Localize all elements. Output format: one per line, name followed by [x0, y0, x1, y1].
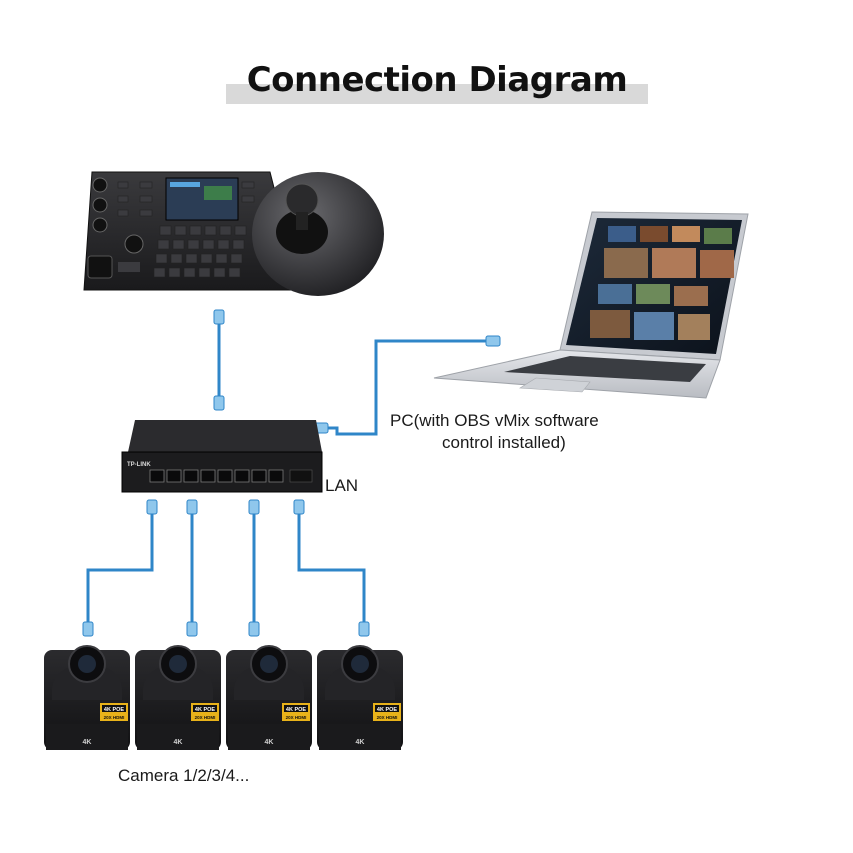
camera-mark-text: 4K [265, 739, 274, 746]
ptz-camera-4 [317, 645, 403, 750]
laptop-keyboard [504, 356, 706, 382]
camera-badge-main-text: 4K POE [377, 707, 398, 713]
switch-port [200, 469, 216, 483]
camera-mark-text: 4K [83, 739, 92, 746]
pc-label: PC(with OBS vMix software control instal… [390, 410, 650, 454]
switch-port [234, 469, 250, 483]
cables [86, 316, 492, 634]
pc-label-line-1: PC(with OBS vMix software [390, 411, 599, 430]
rj45-connectors [82, 309, 501, 637]
rj45-connector [213, 309, 225, 325]
camera-badge-sub-text: 20X HDMI [377, 715, 398, 720]
rj45-connector [485, 335, 501, 347]
rj45-connector [358, 621, 370, 637]
camera-mark-text: 4K [174, 739, 183, 746]
cable-switch-camera-1 [86, 506, 154, 634]
camera-badge-sub-text: 20X HDMI [195, 715, 216, 720]
laptop-pc [433, 211, 749, 399]
rj45-connector [248, 499, 260, 515]
rj45-connector [186, 621, 198, 637]
pc-label-line-2: control installed) [442, 433, 566, 452]
cable-switch-pc [318, 339, 492, 436]
rj45-connector [82, 621, 94, 637]
rj45-connector [146, 499, 158, 515]
camera-badge-sub-text: 20X HDMI [286, 715, 307, 720]
switch-port [268, 469, 284, 483]
camera-badge-main-text: 4K POE [195, 707, 216, 713]
camera-label: Camera 1/2/3/4... [118, 766, 250, 785]
laptop-screen-video-tiles [590, 226, 734, 340]
ptz-camera-2 [135, 645, 221, 750]
ptz-camera-3 [226, 645, 312, 750]
camera-mark-text: 4K [356, 739, 365, 746]
rj45-connector [248, 621, 260, 637]
ptz-keyboard-controller [83, 171, 384, 296]
camera-badge-main-text: 4K POE [286, 707, 307, 713]
rj45-connector [213, 395, 225, 411]
network-switch: TP-LINK [121, 420, 323, 493]
camera-badge-sub-text: 20X HDMI [104, 715, 125, 720]
switch-port [183, 469, 199, 483]
switch-port [251, 469, 267, 483]
switch-port [217, 469, 233, 483]
title-block: Connection Diagram [226, 60, 648, 106]
switch-port [149, 469, 165, 483]
cable-switch-camera-4 [297, 506, 366, 634]
switch-port [166, 469, 182, 483]
title-underline-bar [226, 84, 648, 104]
switch-brand-label: TP-LINK [127, 462, 151, 468]
camera-badge-main-text: 4K POE [104, 707, 125, 713]
laptop-touchpad [519, 377, 591, 393]
rj45-connector [186, 499, 198, 515]
lan-label: LAN [325, 476, 359, 495]
diagram-title: Connection Diagram [246, 60, 628, 100]
rj45-connector [293, 499, 305, 515]
ptz-camera-1 [44, 645, 130, 750]
